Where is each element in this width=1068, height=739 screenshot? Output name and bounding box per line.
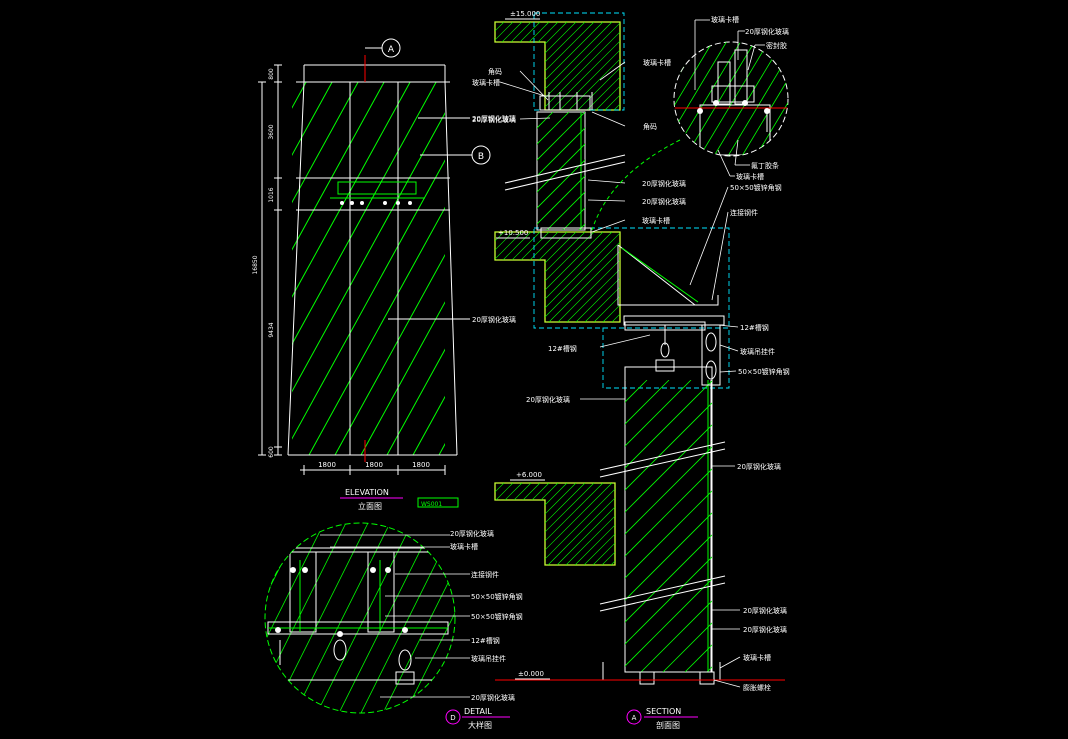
- section-label-18: 玻璃卡槽: [743, 653, 771, 662]
- elevation-labels: 20厚钢化玻璃 20厚钢化玻璃: [472, 114, 516, 324]
- section-label-16: 20厚钢化玻璃: [743, 606, 787, 615]
- elevation-view: A B 800 3600 1016 16850 9434 600: [252, 38, 516, 511]
- dim-v-3: 16850: [252, 255, 259, 274]
- section-bottom-anchors: [602, 662, 721, 685]
- section-label-9: 连接钢件: [730, 208, 758, 217]
- detail-circle-top: 玻璃卡槽 20厚钢化玻璃 密封胶 氟丁胶条 玻璃卡槽: [591, 15, 789, 231]
- section-title: SECTION: [646, 707, 681, 716]
- section-label-11: 12#槽钢: [548, 344, 577, 353]
- section-dashed-frames: [533, 12, 730, 389]
- detail-label-4: 50×50镀锌角钢: [471, 612, 523, 621]
- elevation-subtitle: 立面图: [358, 501, 382, 511]
- detail-label-3: 50×50镀锌角钢: [471, 592, 523, 601]
- axis-marker-a-label: A: [388, 45, 395, 55]
- detail-view: 20厚钢化玻璃 玻璃卡槽 连接钢件 50×50镀锌角钢 50×50镀锌角钢 12…: [264, 522, 523, 730]
- detail-label-1: 玻璃卡槽: [450, 542, 478, 551]
- dim-h-2: 1800: [412, 461, 430, 469]
- section-break-lines: [504, 154, 726, 612]
- section-level-lines: [496, 18, 550, 680]
- axis-marker-a: A: [365, 38, 401, 58]
- dim-v-2: 1016: [268, 187, 275, 202]
- level-3: ±0.000: [518, 670, 544, 678]
- section-label-1: 玻璃卡槽: [472, 78, 500, 87]
- elevation-dim-vertical: [258, 64, 282, 456]
- section-glass-panels: [536, 111, 713, 673]
- section-label-13: 50×50镀锌角钢: [738, 367, 790, 376]
- level-0: ±15.000: [510, 10, 540, 18]
- top-detail-label-2: 密封胶: [766, 41, 787, 50]
- section-glass-hatch: [537, 112, 712, 672]
- elevation-outline: [287, 64, 458, 456]
- dim-v-4: 9434: [268, 322, 275, 337]
- detail-title-block: D DETAIL 大样图: [445, 707, 510, 730]
- axis-marker-b: B: [420, 145, 491, 165]
- section-top-clips: [539, 92, 593, 239]
- top-detail-label-4: 玻璃卡槽: [736, 172, 764, 181]
- section-label-17: 20厚钢化玻璃: [743, 625, 787, 634]
- section-label-8: 50×50镀锌角钢: [730, 183, 782, 192]
- detail-label-0: 20厚钢化玻璃: [450, 529, 494, 538]
- section-label-5: 20厚钢化玻璃: [642, 179, 686, 188]
- elevation-title: ELEVATION: [345, 488, 389, 497]
- section-labels: 角码 玻璃卡槽 玻璃卡槽 20厚钢化玻璃 角码 20厚钢化玻璃 20厚钢化玻璃 …: [472, 58, 790, 692]
- top-detail-label-3: 氟丁胶条: [751, 161, 779, 170]
- section-truss-bracket: [617, 244, 725, 331]
- detail-label-7: 20厚钢化玻璃: [471, 693, 515, 702]
- level-1: +10.500: [498, 229, 528, 237]
- section-label-0: 角码: [488, 67, 502, 76]
- section-label-3: 20厚钢化玻璃: [472, 115, 516, 124]
- section-label-7: 玻璃卡槽: [642, 216, 670, 225]
- section-label-6: 20厚钢化玻璃: [642, 197, 686, 206]
- section-marker: A: [632, 714, 637, 722]
- detail-label-5: 12#槽钢: [471, 636, 500, 645]
- section-label-14: 20厚钢化玻璃: [526, 395, 570, 404]
- section-label-2: 玻璃卡槽: [643, 58, 671, 67]
- section-label-12: 玻璃吊挂件: [740, 347, 775, 356]
- section-subtitle: 剖面图: [656, 720, 680, 730]
- section-label-15: 20厚钢化玻璃: [737, 462, 781, 471]
- elevation-tag: WS001: [421, 501, 442, 508]
- axis-marker-b-label: B: [478, 152, 484, 162]
- detail-title: DETAIL: [464, 707, 492, 716]
- section-glass-hanger: [655, 324, 721, 386]
- section-label-19: 膨胀螺栓: [743, 683, 771, 692]
- section-leaders: [499, 61, 741, 688]
- section-level-markers: ±15.000 +10.500 +6.000 ±0.000: [498, 10, 544, 678]
- elevation-label-0: 20厚钢化玻璃: [472, 114, 516, 123]
- top-detail-label-0: 玻璃卡槽: [711, 15, 739, 24]
- elevation-dim-horizontal-labels: 1800 1800 1800: [318, 461, 430, 469]
- section-view: ±15.000 +10.500 +6.000 ±0.000 角码 玻璃卡槽 玻璃…: [472, 10, 790, 730]
- elevation-dim-horizontal: [300, 465, 446, 475]
- detail-label-6: 玻璃吊挂件: [471, 654, 506, 663]
- dim-h-1: 1800: [365, 461, 383, 469]
- dim-v-0: 800: [268, 68, 275, 80]
- section-label-10: 12#槽钢: [740, 323, 769, 332]
- detail-subtitle: 大样图: [468, 720, 492, 730]
- dim-v-5: 600: [268, 446, 275, 458]
- elevation-title-block: ELEVATION 立面图 WS001: [340, 488, 459, 511]
- dim-h-0: 1800: [318, 461, 336, 469]
- elevation-bolts: [340, 201, 412, 205]
- top-detail-label-1: 20厚钢化玻璃: [745, 27, 789, 36]
- elevation-dim-vertical-labels: 800 3600 1016 16850 9434 600: [252, 68, 275, 458]
- elevation-leaders: [388, 117, 470, 320]
- elevation-label-1: 20厚钢化玻璃: [472, 315, 516, 324]
- section-label-4: 角码: [643, 122, 657, 131]
- detail-marker: D: [450, 714, 455, 722]
- detail-label-2: 连接钢件: [471, 570, 499, 579]
- dim-v-1: 3600: [268, 124, 275, 139]
- elevation-bracket-strip: [330, 181, 425, 199]
- level-2: +6.000: [516, 471, 542, 479]
- section-title-block: A SECTION 剖面图: [626, 707, 698, 730]
